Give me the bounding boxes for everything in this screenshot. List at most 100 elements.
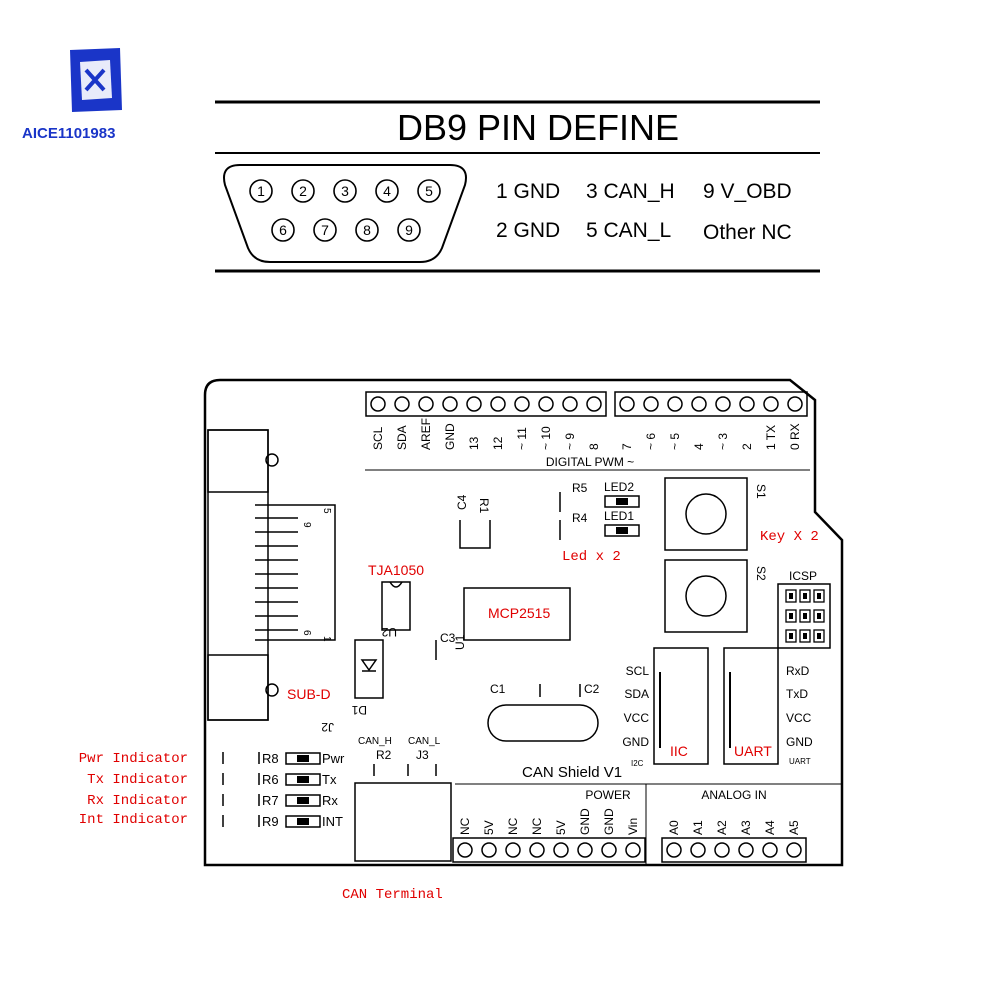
digital-pin-pad — [490, 396, 506, 412]
indicator-led-body — [285, 773, 321, 786]
power-pin-label: 5V — [482, 820, 496, 835]
uart-pin-vcc: VCC — [786, 711, 812, 725]
uart-connector: UART RxD TxD VCC GND UART — [723, 647, 813, 766]
analog-pin-pad — [714, 842, 730, 858]
indicator-ref: R9 — [262, 814, 279, 829]
digital-pin-label: 4 — [692, 443, 706, 450]
u2-notch — [389, 581, 403, 588]
analog-pin-label: A0 — [667, 820, 681, 835]
db9-pin-7 — [313, 218, 337, 242]
db9-pin-6 — [271, 218, 295, 242]
db9-title: DB9 PIN DEFINE — [397, 107, 679, 148]
uart-pin-rxd: RxD — [786, 664, 810, 678]
power-pin-pad — [481, 842, 497, 858]
sub-d-body — [207, 429, 269, 721]
indicator-led-chip-icon — [297, 797, 309, 804]
icsp-pin-dot — [817, 613, 821, 619]
db9-definitions: 1 GND 3 CAN_H 9 V_OBD 2 GND 5 CAN_L Othe… — [496, 180, 792, 244]
def-1-gnd: 1 GND — [496, 180, 560, 203]
c4-label: C4 — [455, 494, 469, 510]
digital-pin-label: SCL — [371, 426, 385, 450]
can-terminal-block — [354, 782, 452, 862]
power-pin-pad — [601, 842, 617, 858]
indicator-led-chip-icon — [297, 818, 309, 825]
icsp-pin — [813, 629, 825, 643]
db9-pin-1 — [249, 179, 273, 203]
tja1050-annotation: TJA1050 — [368, 562, 424, 578]
d1-body — [354, 639, 384, 699]
db9-pin-label-3: 3 — [341, 183, 349, 199]
key-s2-body — [664, 559, 748, 633]
indicator-ref: R6 — [262, 772, 279, 787]
digital-pin-label: ~ 10 — [539, 426, 553, 450]
u1-body — [463, 587, 571, 641]
analog-pin-pad — [762, 842, 778, 858]
brand-logo: AICE1101983 — [22, 48, 122, 142]
uart-annotation: UART — [734, 743, 772, 759]
db9-pin-4 — [375, 179, 399, 203]
sub-d-annotation: SUB-D — [287, 686, 331, 702]
digital-pin-label: ~ 9 — [563, 433, 577, 450]
icsp-label: ICSP — [789, 569, 817, 583]
sub-d-pin-5: 5 — [321, 508, 332, 514]
keys: S1 S2 Key X 2 — [664, 477, 819, 633]
digital-pin-pad — [715, 396, 731, 412]
can-termination-jumper: CAN_H CAN_L R2 J3 — [358, 736, 441, 776]
sub-d-connector: 9 5 6 1 J2 — [207, 429, 336, 734]
icsp-pin — [799, 589, 811, 603]
r4-label: R4 — [572, 511, 588, 525]
digital-header-right-outline — [614, 391, 808, 417]
can-l-label: CAN_L — [408, 736, 441, 747]
icsp-pin-dot — [803, 613, 807, 619]
uart-pin-txd: TxD — [786, 687, 808, 701]
power-pin-label: GND — [578, 808, 592, 835]
diode-d1: D1 SUB-D — [287, 639, 384, 717]
digital-pin-pad — [619, 396, 635, 412]
analog-pin-pad — [738, 842, 754, 858]
sub-d-bottom-mount — [207, 654, 269, 721]
crystal-body — [487, 704, 599, 742]
power-pin-pad — [529, 842, 545, 858]
def-5-can-l: 5 CAN_L — [586, 219, 671, 242]
db9-pin-9 — [397, 218, 421, 242]
logo-mark-icon — [84, 68, 106, 92]
digital-pin-pad — [370, 396, 386, 412]
mcp2515-annotation: MCP2515 — [488, 605, 550, 621]
db9-pin-label-9: 9 — [405, 222, 413, 238]
j3-label: J3 — [416, 748, 429, 762]
iic-pin-scl: SCL — [626, 664, 650, 678]
digital-pin-pad — [442, 396, 458, 412]
icsp-pin — [799, 629, 811, 643]
indicator-name: Tx — [322, 772, 337, 787]
iic-annotation: IIC — [670, 743, 688, 759]
status-leds: R5 R4 LED2 LED1 Led x 2 — [562, 480, 640, 565]
shield-name: CAN Shield V1 — [522, 764, 622, 781]
indicator-name: INT — [322, 814, 343, 829]
db9-pin-label-1: 1 — [257, 183, 265, 199]
indicator-led-body — [285, 752, 321, 765]
power-pin-label: Vin — [626, 818, 640, 835]
j2-label: J2 — [321, 720, 334, 734]
pwr-indicator-annotation: Pwr Indicator — [79, 751, 188, 767]
digital-pin-label: 0 RX — [788, 423, 802, 450]
icsp-pin — [785, 609, 797, 623]
s1-label: S1 — [754, 484, 768, 499]
logo-text: AICE1101983 — [22, 125, 115, 142]
sub-d-screw-bottom — [265, 683, 279, 697]
i2c-small-label: I2C — [631, 759, 644, 768]
digital-pin-label: 8 — [587, 443, 601, 450]
can-terminal-annotation: CAN Terminal — [342, 887, 443, 903]
d1-symbol-icon — [360, 659, 378, 672]
power-pin-pad — [625, 842, 641, 858]
def-9-v-obd: 9 V_OBD — [703, 180, 792, 203]
analog-pin-label: A2 — [715, 820, 729, 835]
analog-pin-pad — [786, 842, 802, 858]
digital-pwm-label: DIGITAL PWM ~ — [546, 455, 634, 469]
indicator-led-chip-icon — [297, 776, 309, 783]
indicator-annotations: Pwr Indicator Tx Indicator Rx Indicator … — [79, 751, 188, 828]
key-s1-button — [685, 493, 727, 535]
power-pin-label: GND — [602, 808, 616, 835]
